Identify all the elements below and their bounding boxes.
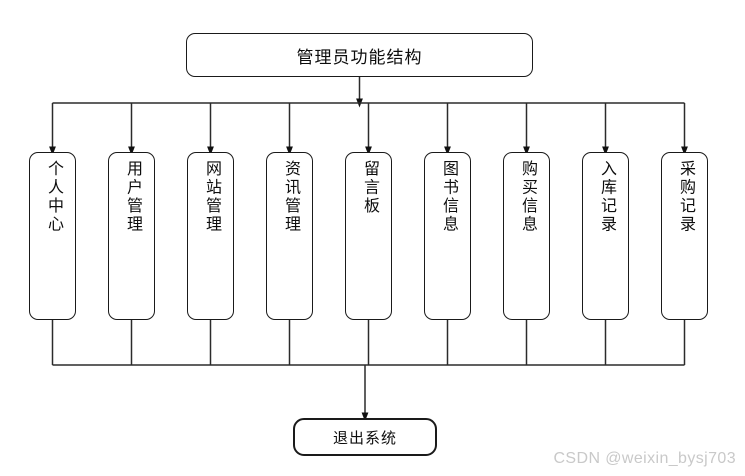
leaf-node-7[interactable]: 购买信息	[503, 152, 550, 320]
leaf-node-7-label: 购买信息	[518, 160, 536, 234]
leaf-node-8[interactable]: 入库记录	[582, 152, 629, 320]
leaf-node-1-label: 个人中心	[44, 160, 62, 234]
leaf-node-1[interactable]: 个人中心	[29, 152, 76, 320]
leaf-node-3[interactable]: 网站管理	[187, 152, 234, 320]
exit-node-label: 退出系统	[332, 430, 397, 447]
leaf-node-8-label: 入库记录	[597, 160, 615, 234]
leaf-node-5[interactable]: 留言板	[345, 152, 392, 320]
leaf-node-6[interactable]: 图书信息	[424, 152, 471, 320]
leaf-node-9[interactable]: 采购记录	[661, 152, 708, 320]
leaf-node-4-label: 资讯管理	[281, 160, 299, 234]
root-node-label: 管理员功能结构	[296, 47, 423, 67]
leaf-node-6-label: 图书信息	[439, 160, 457, 234]
leaf-node-5-label: 留言板	[360, 160, 378, 216]
leaf-node-3-label: 网站管理	[202, 160, 220, 234]
leaf-node-2[interactable]: 用户管理	[108, 152, 155, 320]
csdn-watermark: CSDN @weixin_bysj703	[553, 450, 736, 467]
leaf-node-4[interactable]: 资讯管理	[266, 152, 313, 320]
exit-node[interactable]: 退出系统	[293, 418, 437, 456]
leaf-node-2-label: 用户管理	[123, 160, 141, 234]
root-node[interactable]: 管理员功能结构	[186, 33, 533, 77]
leaf-node-9-label: 采购记录	[676, 160, 694, 234]
